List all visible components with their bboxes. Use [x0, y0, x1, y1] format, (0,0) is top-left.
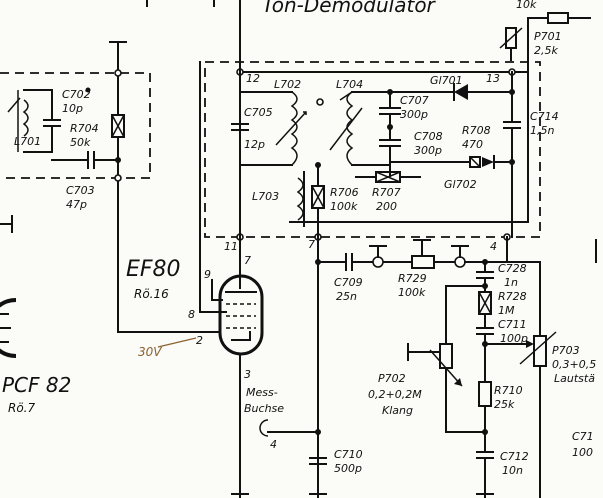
label-p703-value: 0,3+0,5	[552, 358, 596, 371]
label-c710-value: 500p	[334, 462, 362, 475]
label-p701-value: 2,5k	[534, 44, 558, 57]
label-pin-9: 9	[204, 268, 211, 281]
left-filter-module: L701 C702 10p R704 50k C703 47p	[0, 41, 151, 333]
label-buchse: Buchse	[244, 402, 284, 415]
label-c708-value: 300p	[414, 144, 442, 157]
label-r708: R708	[462, 124, 491, 137]
label-c708: C708	[414, 130, 443, 143]
label-c705: C705	[244, 106, 273, 119]
label-r729: R729	[398, 272, 427, 285]
label-gl701: Gl701	[430, 74, 463, 87]
label-c702-value: 10p	[62, 102, 83, 115]
ton-demodulator-module: 12 13 11 7 4 L702 L704 C705 12p Gl701 C7…	[204, 61, 559, 263]
label-r706: R706	[330, 186, 359, 199]
label-c712-value: 10n	[502, 464, 523, 477]
label-p702-name: Klang	[382, 404, 413, 417]
label-30v: 30V	[138, 345, 162, 359]
label-c703-value: 47p	[66, 198, 87, 211]
label-c707-value: 300p	[400, 108, 428, 121]
label-p703-name: Lautstä	[554, 372, 595, 385]
label-mess: Mess-	[246, 386, 278, 399]
label-p702-value: 0,2+0,2M	[368, 388, 422, 401]
label-c728-value: 1n	[504, 276, 518, 289]
label-r706-value: 100k	[330, 200, 358, 213]
label-c707: C707	[400, 94, 429, 107]
label-pcf82-ref: Rö.7	[8, 401, 35, 415]
label-c712: C712	[500, 450, 529, 463]
label-pin-11: 11	[224, 240, 238, 253]
label-pin-4b: 4	[270, 438, 277, 451]
label-ef80: EF80	[126, 257, 181, 282]
label-p701: P701	[534, 30, 562, 43]
label-p702: P702	[378, 372, 406, 385]
label-r704: R704	[70, 122, 99, 135]
label-r729-value: 100k	[398, 286, 426, 299]
label-c71x-value: 100	[572, 446, 593, 459]
label-pin-8: 8	[188, 308, 195, 321]
ef80-tube: EF80 Rö.16 9 8 2 7 3 30V	[117, 0, 264, 498]
label-gl702: Gl702	[444, 178, 477, 191]
label-r710: R710	[494, 384, 523, 397]
label-r728-value: 1M	[498, 304, 515, 317]
label-c711: C711	[498, 318, 527, 331]
label-10k: 10k	[516, 0, 537, 11]
label-l701: L701	[14, 135, 41, 148]
label-r728: R728	[498, 290, 527, 303]
label-c709-value: 25n	[336, 290, 357, 303]
label-pin-3: 3	[244, 368, 251, 381]
label-c71x: C71	[572, 430, 594, 443]
label-pin-7a: 7	[308, 238, 315, 251]
label-pin-7b: 7	[244, 254, 251, 267]
label-r710-value: 25k	[494, 398, 515, 411]
label-r707: R707	[372, 186, 401, 199]
label-c710: C710	[334, 448, 363, 461]
label-pin-4a: 4	[490, 240, 497, 253]
label-r704-value: 50k	[70, 136, 91, 149]
label-ef80-ref: Rö.16	[134, 287, 169, 301]
label-c703: C703	[66, 184, 95, 197]
label-c728: C728	[498, 262, 527, 275]
label-l702: L702	[274, 78, 301, 91]
label-l704: L704	[336, 78, 363, 91]
pcf82-tube: PCF 82 Rö.7	[0, 215, 71, 415]
title-ton-demodulator: Ton-Demodulator	[262, 0, 437, 17]
label-pin-2: 2	[196, 334, 203, 347]
label-c714: C714	[530, 110, 559, 123]
label-p703: P703	[552, 344, 580, 357]
label-r708-value: 470	[462, 138, 483, 151]
label-pin-12: 12	[246, 72, 260, 85]
label-pcf82: PCF 82	[2, 373, 71, 397]
label-c714-value: 1,5n	[530, 124, 554, 137]
label-pin-13: 13	[486, 72, 500, 85]
label-c702: C702	[62, 88, 91, 101]
label-c711-value: 100p	[500, 332, 528, 345]
audio-output-network: C709 25n R729 100k C728 1n R728 1M C711 …	[231, 236, 597, 498]
label-c709: C709	[334, 276, 363, 289]
p701-trimmer: 10k P701 2,5k	[499, 0, 591, 73]
label-l703: L703	[252, 190, 279, 203]
label-r707-value: 200	[376, 200, 397, 213]
label-c705-value: 12p	[244, 138, 265, 151]
